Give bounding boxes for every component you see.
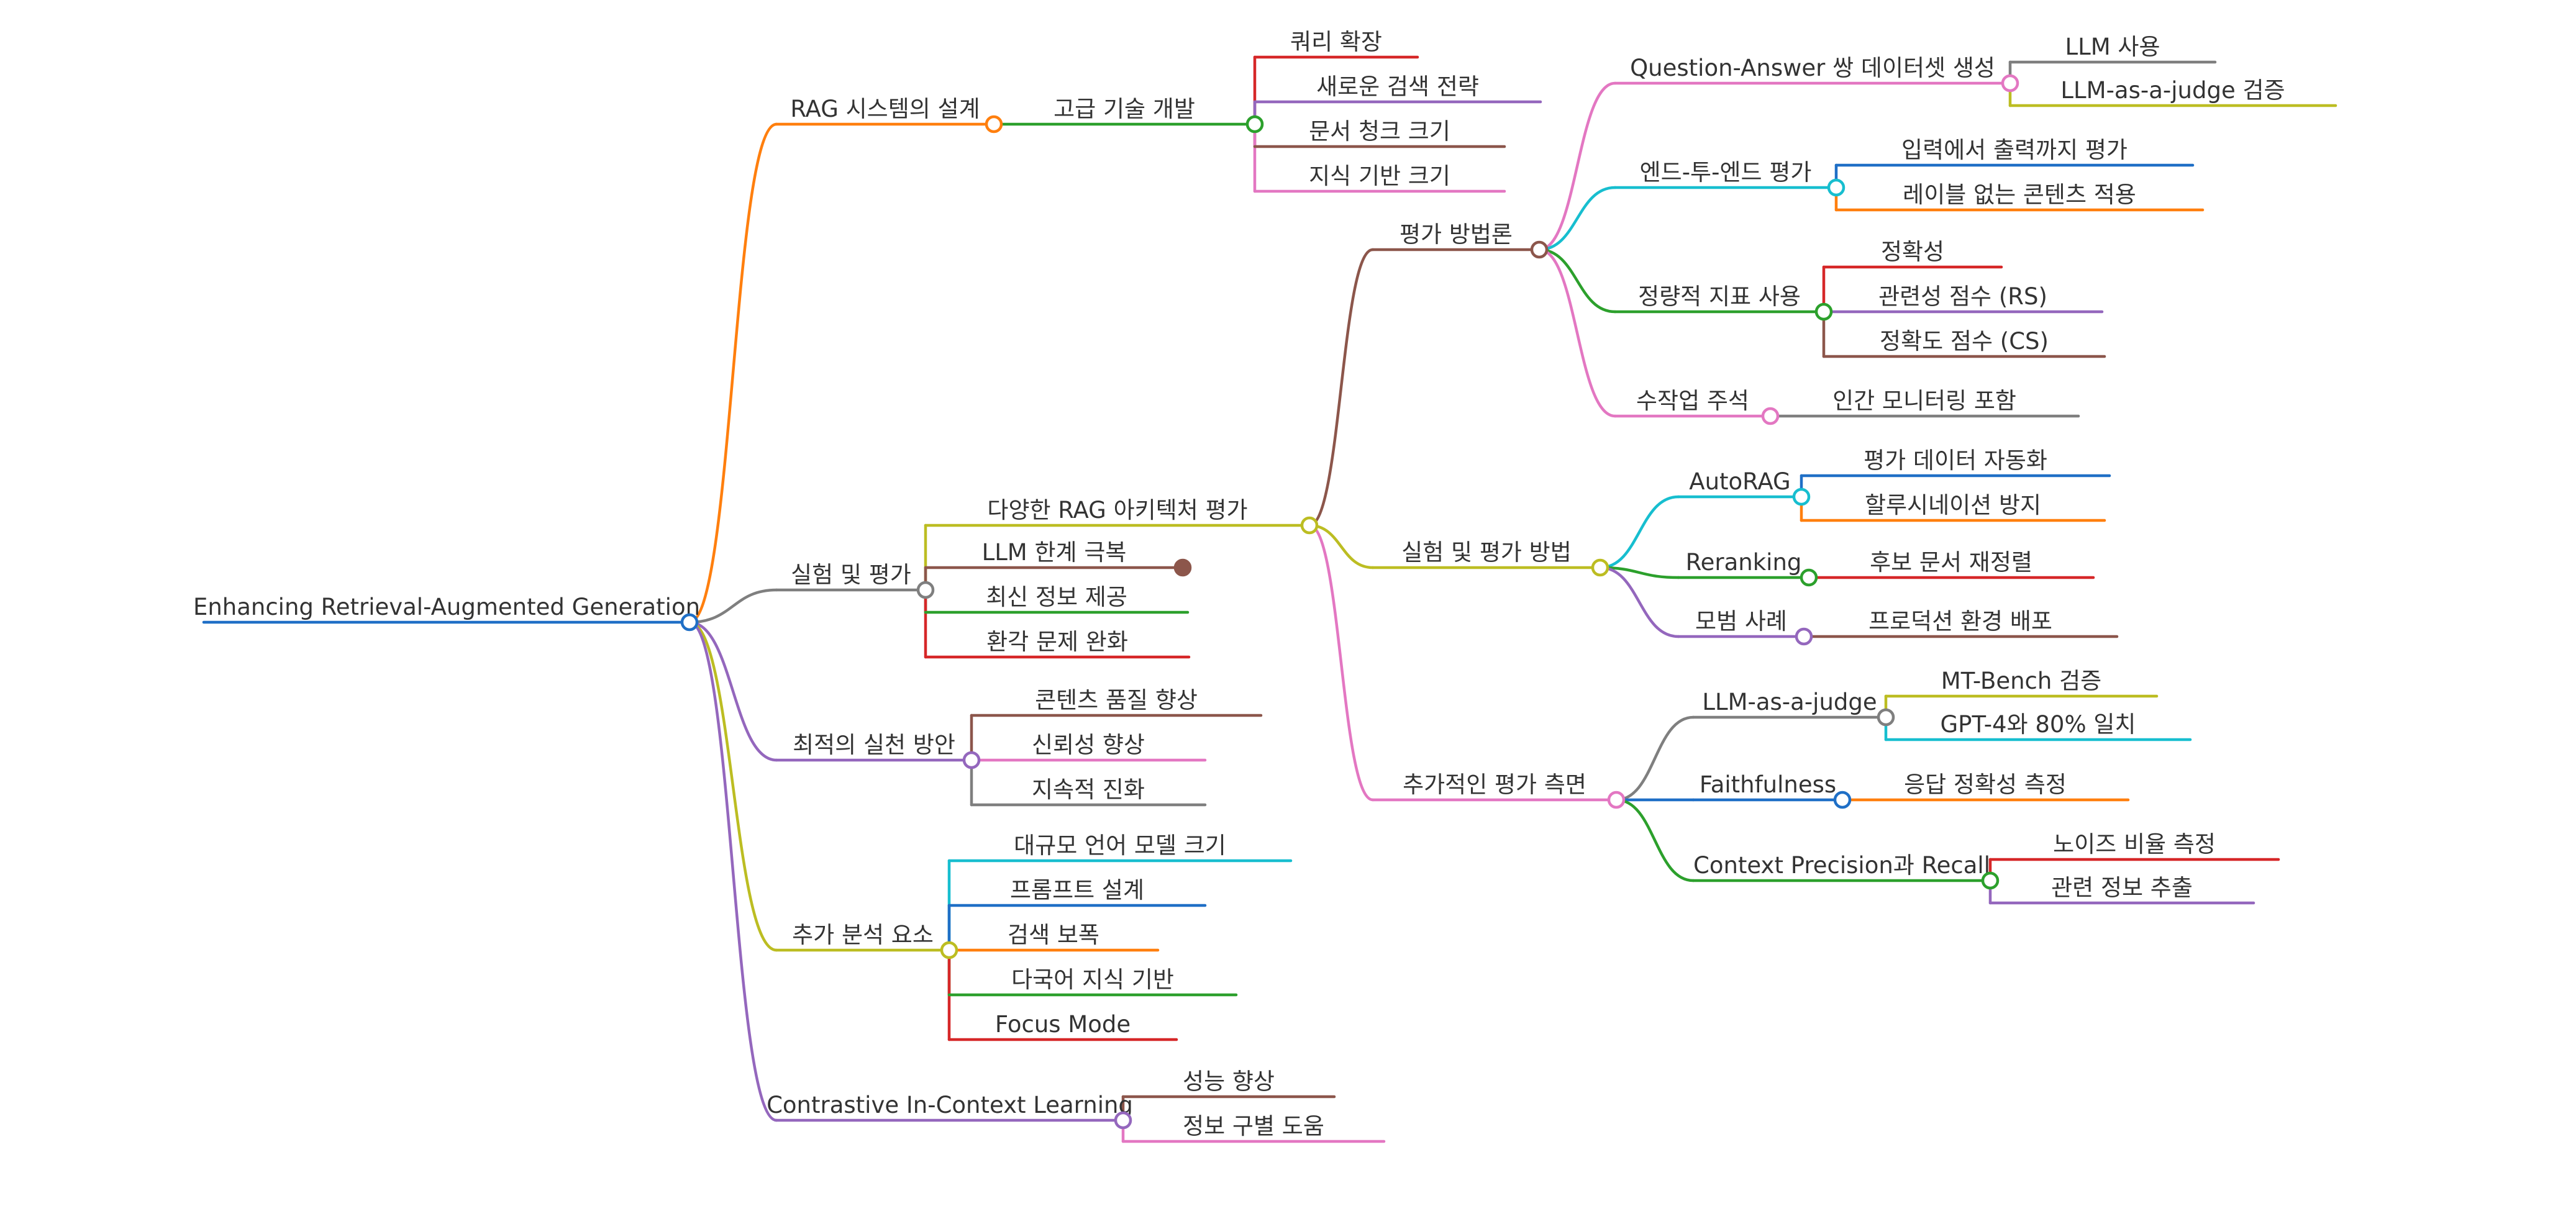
edge-methodology — [1308, 248, 1375, 527]
node-toggle-root[interactable] — [680, 613, 699, 632]
node-toggle-autorag[interactable] — [1792, 487, 1811, 506]
node-label-arch[interactable]: 다양한 RAG 아키텍처 평가 — [987, 497, 1247, 524]
node-label-llmuse[interactable]: LLM 사용 — [2065, 34, 2160, 60]
mindmap-labels: Enhancing Retrieval-Augmented Generation… — [193, 29, 2285, 1140]
node-toggle-faith[interactable] — [1833, 791, 1852, 809]
node-toggle-contrast[interactable] — [1114, 1111, 1132, 1130]
node-label-quality[interactable]: 콘텐츠 품질 향상 — [1035, 687, 1198, 714]
node-label-design[interactable]: RAG 시스템의 설계 — [790, 96, 980, 122]
node-toggle-advtech[interactable] — [1245, 115, 1264, 134]
node-label-best[interactable]: 최적의 실천 방안 — [793, 732, 955, 758]
node-label-inout[interactable]: 입력에서 출력까지 평가 — [1901, 137, 2128, 163]
node-label-extra[interactable]: 추가 분석 요소 — [792, 922, 934, 948]
node-label-latest[interactable]: 최신 정보 제공 — [986, 584, 1127, 610]
node-label-additional[interactable]: 추가적인 평가 측면 — [1403, 771, 1586, 798]
node-label-respacc[interactable]: 응답 정확성 측정 — [1904, 771, 2067, 798]
edge-extra — [688, 620, 778, 952]
edge-qa — [1537, 81, 1617, 252]
node-label-ctxprec[interactable]: Context Precision과 Recall — [1693, 852, 1990, 879]
node-label-prod[interactable]: 프로덕션 환경 배포 — [1868, 608, 2052, 635]
mindmap-edges — [688, 55, 2012, 1143]
node-label-advtech[interactable]: 고급 기술 개발 — [1054, 96, 1195, 122]
edge-quant — [1537, 248, 1617, 314]
node-label-contrast[interactable]: Contrastive In-Context Learning — [767, 1092, 1133, 1118]
node-label-reorder[interactable]: 후보 문서 재정렬 — [1870, 549, 2032, 576]
edge-rerank — [1598, 566, 1680, 579]
node-label-halluprev[interactable]: 할루시네이션 방지 — [1865, 492, 2041, 519]
node-toggle-qa[interactable] — [2001, 74, 2019, 93]
node-label-cs[interactable]: 정확도 점수 (CS) — [1880, 328, 2049, 355]
node-toggle-manual[interactable] — [1761, 407, 1780, 425]
node-toggle-llmjudge[interactable] — [1877, 708, 1895, 727]
node-label-exp[interactable]: 실험 및 평가 — [791, 561, 911, 588]
node-label-bestprac[interactable]: 모범 사례 — [1695, 608, 1787, 635]
node-toggle-arch[interactable] — [1300, 516, 1319, 535]
node-label-rs[interactable]: 관련성 점수 (RS) — [1878, 283, 2047, 310]
node-label-accuracy[interactable]: 정확성 — [1881, 238, 1944, 265]
node-label-faith[interactable]: Faithfulness — [1700, 771, 1836, 798]
edge-manual — [1537, 248, 1617, 418]
node-label-kbsize[interactable]: 지식 기반 크기 — [1309, 163, 1450, 189]
node-toggle-rerank[interactable] — [1800, 568, 1818, 587]
node-label-autodata[interactable]: 평가 데이터 자동화 — [1864, 447, 2047, 474]
node-label-halluc[interactable]: 환각 문제 완화 — [986, 628, 1128, 655]
node-toggle-llmlimit[interactable] — [1173, 558, 1192, 577]
edge-bestprac — [1598, 566, 1680, 638]
node-toggle-design[interactable] — [985, 115, 1003, 134]
node-label-gpt4[interactable]: GPT-4와 80% 일치 — [1941, 711, 2136, 738]
node-toggle-additional[interactable] — [1607, 791, 1626, 809]
node-label-noise[interactable]: 노이즈 비율 측정 — [2053, 831, 2216, 858]
node-toggle-methodology[interactable] — [1530, 240, 1549, 259]
node-toggle-quant[interactable] — [1814, 302, 1833, 321]
node-toggle-expmethod[interactable] — [1591, 558, 1609, 577]
node-label-evolve[interactable]: 지속적 진화 — [1032, 776, 1145, 803]
node-label-relinfo[interactable]: 관련 정보 추출 — [2051, 874, 2193, 901]
node-label-query[interactable]: 쿼리 확장 — [1290, 29, 1382, 55]
node-label-multiling[interactable]: 다국어 지식 기반 — [1011, 966, 1174, 993]
node-toggle-ctxprec[interactable] — [1981, 871, 2000, 890]
node-label-autorag[interactable]: AutoRAG — [1689, 468, 1790, 495]
node-label-llmjudge[interactable]: LLM-as-a-judge — [1702, 689, 1877, 715]
edge-ctxprec — [1614, 798, 1695, 882]
edge-exp — [688, 588, 778, 624]
node-toggle-e2e[interactable] — [1827, 178, 1846, 197]
edge-contrast — [688, 620, 778, 1122]
node-label-rerank[interactable]: Reranking — [1686, 549, 1802, 576]
node-label-distinguish[interactable]: 정보 구별 도움 — [1183, 1113, 1324, 1140]
node-label-mtbench[interactable]: MT-Bench 검증 — [1941, 668, 2101, 694]
node-label-expmethod[interactable]: 실험 및 평가 방법 — [1401, 539, 1572, 566]
node-label-methodology[interactable]: 평가 방법론 — [1400, 221, 1513, 248]
node-label-perf[interactable]: 성능 향상 — [1183, 1068, 1275, 1095]
node-label-quant[interactable]: 정량적 지표 사용 — [1638, 283, 1801, 310]
node-label-newsearch[interactable]: 새로운 검색 전략 — [1316, 73, 1479, 100]
node-label-unlabeled[interactable]: 레이블 없는 콘텐츠 적용 — [1903, 181, 2136, 208]
node-label-manual[interactable]: 수작업 주석 — [1636, 388, 1749, 414]
edge-autorag — [1598, 495, 1680, 569]
edge-best — [688, 620, 778, 762]
node-label-human[interactable]: 인간 모니터링 포함 — [1832, 388, 2016, 414]
edge-e2e — [1537, 186, 1617, 252]
edge-design — [688, 122, 778, 624]
node-toggle-extra[interactable] — [940, 941, 958, 959]
node-label-trust[interactable]: 신뢰성 향상 — [1032, 732, 1145, 758]
node-toggle-bestprac[interactable] — [1795, 627, 1813, 646]
node-label-e2e[interactable]: 엔드-투-엔드 평가 — [1640, 159, 1812, 186]
node-toggle-best[interactable] — [962, 751, 981, 769]
node-label-qa[interactable]: Question-Answer 쌍 데이터셋 생성 — [1630, 55, 1995, 81]
node-label-llmsize[interactable]: 대규모 언어 모델 크기 — [1014, 832, 1226, 859]
node-label-llmjudgeverify[interactable]: LLM-as-a-judge 검증 — [2060, 77, 2285, 104]
edge-additional — [1308, 524, 1375, 802]
node-label-llmlimit[interactable]: LLM 한계 극복 — [982, 539, 1127, 566]
mindmap-dots — [680, 74, 2019, 1130]
edge-expmethod — [1308, 524, 1375, 569]
node-label-stride[interactable]: 검색 보폭 — [1008, 922, 1099, 948]
node-label-root[interactable]: Enhancing Retrieval-Augmented Generation — [193, 594, 700, 620]
mindmap-underlines — [202, 55, 2337, 1143]
node-label-prompt[interactable]: 프롬프트 설계 — [1010, 877, 1144, 904]
edge-llmjudge — [1614, 715, 1695, 802]
node-label-focus[interactable]: Focus Mode — [995, 1011, 1131, 1038]
node-label-chunk[interactable]: 문서 청크 크기 — [1309, 118, 1450, 145]
node-toggle-exp[interactable] — [916, 581, 935, 599]
